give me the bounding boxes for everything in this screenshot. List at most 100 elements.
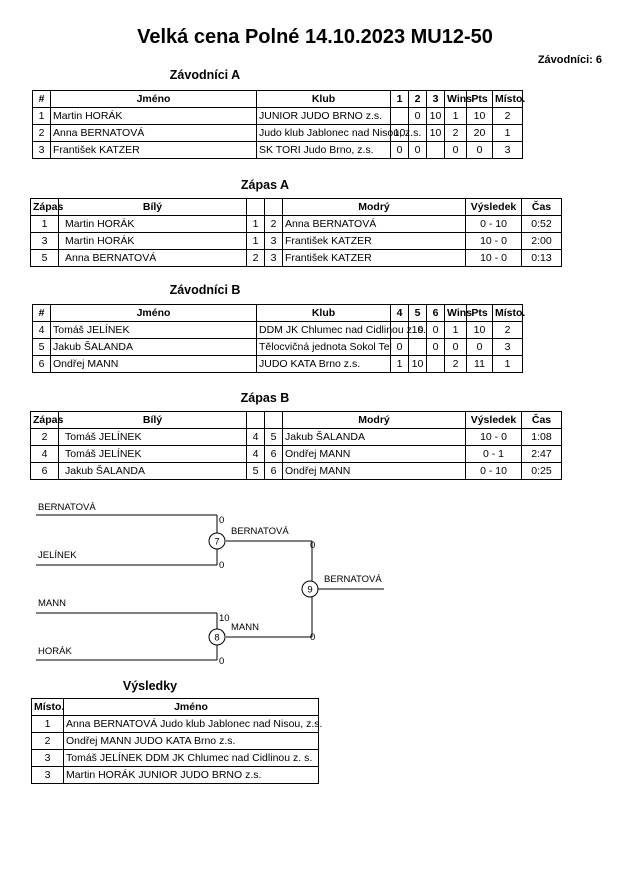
cell-result: 0 - 10 xyxy=(465,462,522,480)
col-header: Klub xyxy=(256,304,391,322)
cell-match-no: 5 xyxy=(30,249,59,267)
col-header: # xyxy=(32,304,51,322)
cell-white-no: 4 xyxy=(246,428,265,446)
pool-a-table: # Jméno Klub 1 2 3 Wins Pts Místo. 1 Mar… xyxy=(32,90,525,159)
cell-score xyxy=(408,338,427,356)
cell-wins: 2 xyxy=(444,124,467,142)
cell-result: 10 - 0 xyxy=(465,249,522,267)
bracket-sf1-top-name: BERNATOVÁ xyxy=(38,502,96,513)
cell-place: 3 xyxy=(492,141,523,159)
table-row: 2 Tomáš JELÍNEK 4 5 Jakub ŠALANDA 10 - 0… xyxy=(30,428,562,446)
matches-b-table: Zápas Bílý Modrý Výsledek Čas 2 Tomáš JE… xyxy=(30,411,562,480)
cell-score: 0 xyxy=(426,321,445,339)
cell-score: 0 xyxy=(408,141,427,159)
cell-match-no: 6 xyxy=(30,462,59,480)
col-header: Bílý xyxy=(58,198,247,216)
cell-white: Martin HORÁK xyxy=(58,215,247,233)
cell-match-no: 4 xyxy=(30,445,59,463)
cell-white: Anna BERNATOVÁ xyxy=(58,249,247,267)
cell-club: Judo klub Jablonec nad Nisou, z.s. xyxy=(256,124,421,142)
col-header: 5 xyxy=(408,304,427,322)
bracket-match-7: 7 xyxy=(208,532,226,550)
cell-wins: 2 xyxy=(444,355,467,373)
col-header xyxy=(264,198,283,216)
cell-time: 0:25 xyxy=(521,462,562,480)
col-header xyxy=(264,411,283,429)
cell-result: 10 - 0 xyxy=(465,428,522,446)
col-header: Místo. xyxy=(492,90,525,108)
cell-blue: Ondřej MANN xyxy=(282,462,466,480)
cell-name: Anna BERNATOVÁ Judo klub Jablonec nad Ni… xyxy=(63,715,322,733)
col-header: Jméno xyxy=(50,304,257,322)
cell-blue-no: 2 xyxy=(264,215,283,233)
results-heading: Výsledky xyxy=(122,679,178,693)
cell-match-no: 2 xyxy=(30,428,59,446)
cell-place: 2 xyxy=(492,107,523,125)
table-row: 5 Anna BERNATOVÁ 2 3 František KATZER 10… xyxy=(30,249,562,267)
cell-white-no: 1 xyxy=(246,215,265,233)
cell-club: Tělocvičná jednota Sokol Tel xyxy=(256,338,392,356)
cell-blue: Jakub ŠALANDA xyxy=(282,428,466,446)
table-row: 3 Martin HORÁK 1 3 František KATZER 10 -… xyxy=(30,232,562,250)
cell-pts: 10 xyxy=(466,107,493,125)
table-row: 3 Martin HORÁK JUNIOR JUDO BRNO z.s. xyxy=(31,766,319,784)
table-row: 3 Tomáš JELÍNEK DDM JK Chlumec nad Cidli… xyxy=(31,749,319,767)
cell-name: Tomáš JELÍNEK xyxy=(50,321,257,339)
cell-no: 3 xyxy=(32,141,51,159)
col-header xyxy=(246,411,265,429)
table-row: 2 Anna BERNATOVÁ Judo klub Jablonec nad … xyxy=(32,124,523,142)
cell-blue: Anna BERNATOVÁ xyxy=(282,215,466,233)
table-row: 2 Ondřej MANN JUDO KATA Brno z.s. xyxy=(31,732,319,750)
matches-a-table: Zápas Bílý Modrý Výsledek Čas 1 Martin H… xyxy=(30,198,562,267)
bracket-sf1-top-score: 0 xyxy=(219,515,224,526)
cell-wins: 1 xyxy=(444,321,467,339)
bracket-final-winner: BERNATOVÁ xyxy=(324,574,382,585)
cell-score xyxy=(426,141,445,159)
col-header: Modrý xyxy=(282,198,466,216)
bracket-sf2-winner-score: 0 xyxy=(310,632,315,643)
table-row: 1 Martin HORÁK JUNIOR JUDO BRNO z.s. 0 1… xyxy=(32,107,523,125)
bracket-sf1-bottom-score: 0 xyxy=(219,560,224,571)
cell-no: 6 xyxy=(32,355,51,373)
cell-place: 1 xyxy=(31,715,64,733)
cell-blue: Ondřej MANN xyxy=(282,445,466,463)
bracket-sf1-winner-score: 0 xyxy=(310,540,315,551)
cell-white: Tomáš JELÍNEK xyxy=(58,428,247,446)
bracket-sf2-top-name: MANN xyxy=(38,598,66,609)
col-header: Zápas xyxy=(30,198,63,216)
cell-white-no: 5 xyxy=(246,462,265,480)
bracket-match-number: 8 xyxy=(214,633,219,644)
cell-place: 1 xyxy=(492,355,523,373)
table-row: 4 Tomáš JELÍNEK 4 6 Ondřej MANN 0 - 1 2:… xyxy=(30,445,562,463)
cell-name: Martin HORÁK JUNIOR JUDO BRNO z.s. xyxy=(63,766,319,784)
col-header: Klub xyxy=(256,90,391,108)
col-header: 3 xyxy=(426,90,445,108)
cell-club: DDM JK Chlumec nad Cidlinou z. s. xyxy=(256,321,426,339)
cell-blue: František KATZER xyxy=(282,249,466,267)
bracket-diagram: BERNATOVÁ 0 JELÍNEK 0 BERNATOVÁ 0 MANN 1… xyxy=(36,502,384,667)
cell-score: 0 xyxy=(426,338,445,356)
pool-a-heading: Závodníci A xyxy=(169,68,241,82)
cell-pts: 10 xyxy=(466,321,493,339)
pool-b-table: # Jméno Klub 4 5 6 Wins Pts Místo. 4 Tom… xyxy=(32,304,525,373)
col-header: Místo. xyxy=(492,304,525,322)
cell-no: 5 xyxy=(32,338,51,356)
cell-place: 2 xyxy=(492,321,523,339)
table-row: 1 Anna BERNATOVÁ Judo klub Jablonec nad … xyxy=(31,715,322,733)
cell-wins: 0 xyxy=(444,141,467,159)
table-row: 6 Ondřej MANN JUDO KATA Brno z.s. 1 10 2… xyxy=(32,355,523,373)
col-header xyxy=(246,198,265,216)
cell-pts: 0 xyxy=(466,141,493,159)
competitor-count: Závodníci: 6 xyxy=(537,54,602,66)
cell-score: 0 xyxy=(408,107,427,125)
col-header: 1 xyxy=(390,90,409,108)
cell-no: 2 xyxy=(32,124,51,142)
col-header: Modrý xyxy=(282,411,466,429)
cell-blue-no: 3 xyxy=(264,249,283,267)
bracket-match-number: 7 xyxy=(214,537,219,548)
col-header: Místo. xyxy=(31,698,64,716)
cell-score: 0 xyxy=(390,338,409,356)
table-row: 3 František KATZER SK TORI Judo Brno, z.… xyxy=(32,141,523,159)
cell-pts: 20 xyxy=(466,124,493,142)
page-title: Velká cena Polné 14.10.2023 MU12-50 xyxy=(137,26,493,48)
